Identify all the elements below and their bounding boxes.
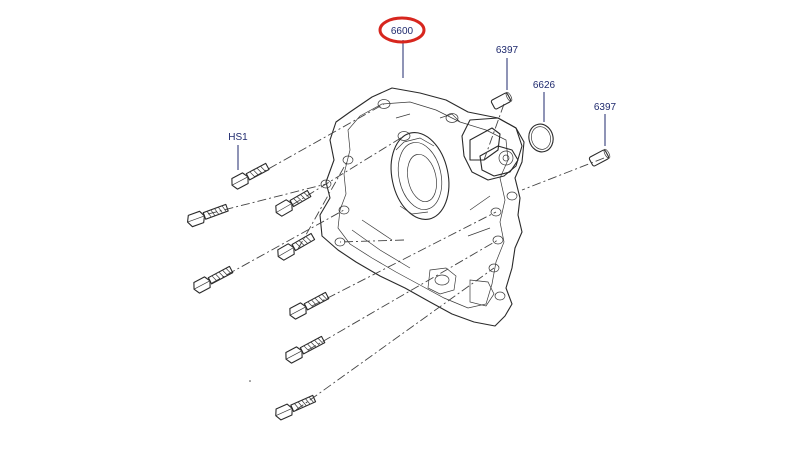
- front-cover-housing[interactable]: [319, 87, 525, 327]
- assembly-centerlines: [207, 103, 605, 411]
- callout-6600[interactable]: 6600: [378, 16, 426, 44]
- dowel-pin-right[interactable]: [588, 148, 611, 167]
- selection-highlight-ring: [378, 16, 426, 44]
- callout-hs1[interactable]: HS1: [228, 132, 248, 143]
- callout-6626[interactable]: 6626: [533, 80, 556, 91]
- o-ring-seal[interactable]: [526, 121, 556, 154]
- bolt[interactable]: [287, 290, 330, 320]
- bolt[interactable]: [273, 188, 312, 217]
- bolt[interactable]: [185, 202, 229, 228]
- bolt[interactable]: [191, 264, 234, 294]
- bolt-hs1[interactable]: [229, 161, 270, 190]
- bolt[interactable]: [273, 393, 317, 421]
- bolt[interactable]: [275, 231, 316, 261]
- bolt[interactable]: [283, 334, 326, 364]
- callout-leaders: [237, 40, 606, 170]
- callout-6600-label: 6600: [391, 26, 414, 37]
- callout-6397-right[interactable]: 6397: [594, 102, 617, 113]
- callout-6397-top[interactable]: 6397: [496, 45, 519, 56]
- stray-dot: [249, 380, 251, 382]
- dowel-pin-top[interactable]: [490, 91, 513, 110]
